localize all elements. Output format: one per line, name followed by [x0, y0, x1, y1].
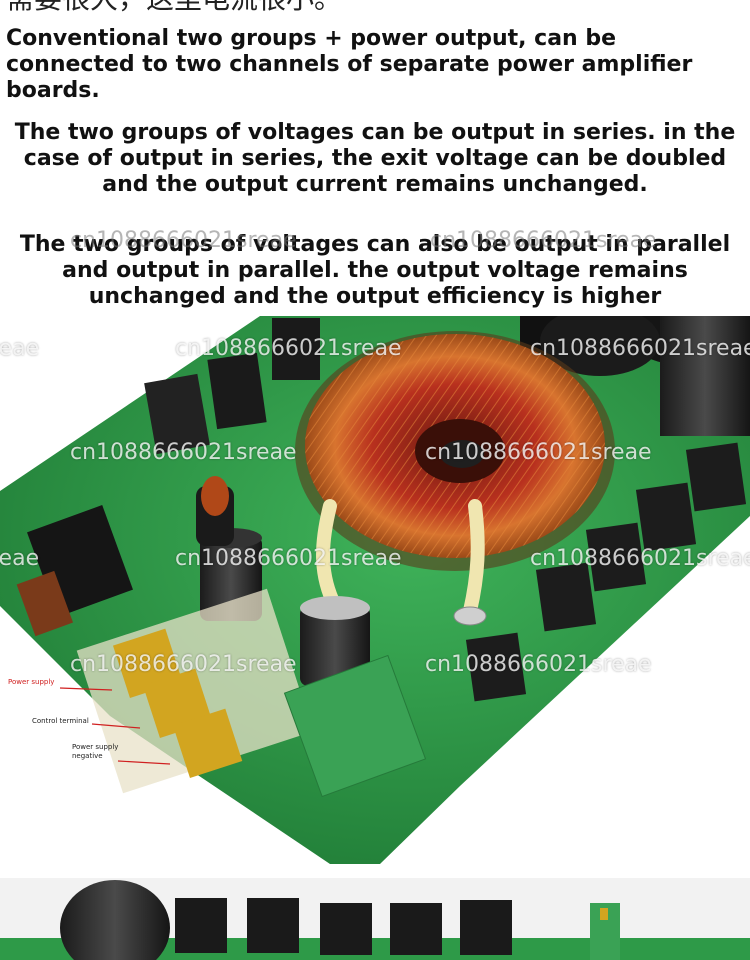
callout-power-supply: Power supply: [8, 678, 55, 686]
daughter-board: [283, 654, 427, 798]
paragraph-series-output: The two groups of voltages can be output…: [14, 120, 736, 197]
power-board-photo-bottom: [0, 878, 750, 960]
paragraph-conventional-output: Conventional two groups + power output, …: [6, 26, 693, 103]
cut-off-heading: 需要很大，这里电流很小。: [0, 0, 750, 16]
transistor-row-right: [465, 442, 747, 702]
callout-arrows: [59, 687, 171, 765]
power-board-photo: [0, 316, 750, 866]
callout-control-terminal: Control terminal: [32, 717, 89, 725]
toroid-inductor: [295, 331, 615, 571]
capacitor-cluster-top-right: [540, 316, 750, 436]
terminal-block: [76, 588, 314, 794]
paragraph-parallel-output: The two groups of voltages can also be o…: [19, 232, 731, 309]
connector-left: [16, 505, 133, 637]
callout-power-supply-negative: Power supply negative: [72, 743, 119, 760]
